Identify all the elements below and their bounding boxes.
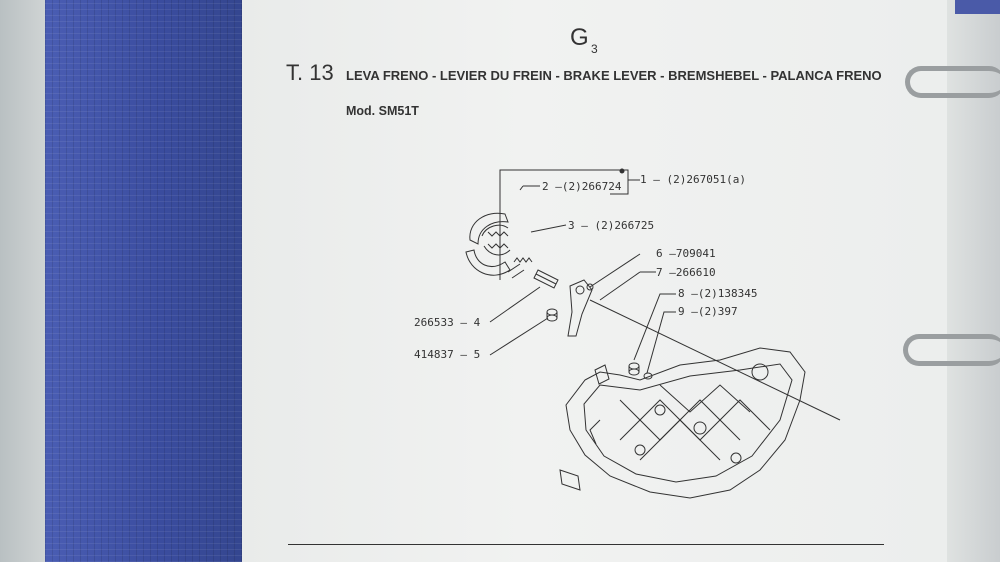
leader-9: [646, 311, 676, 374]
engine-crankcase: [559, 347, 806, 499]
pin-8: [628, 362, 640, 370]
binder-ring-bottom: [903, 334, 1000, 366]
part-number: 3: [568, 219, 575, 232]
callout-7: 7 —266610: [656, 266, 716, 279]
leader-8: [633, 293, 676, 361]
callout-4: 266533 — 4: [414, 316, 481, 329]
part-code: (2)266725: [594, 219, 655, 232]
brake-shoe-upper: [469, 212, 509, 245]
section-subscript: 3: [591, 42, 598, 56]
callout-5: 414837 — 5: [414, 348, 481, 361]
spring-2: [487, 231, 509, 249]
binder-cover: [45, 0, 242, 562]
part-code: 266533: [414, 316, 454, 329]
page-title: LEVA FRENO - LEVIER DU FREIN - BRAKE LEV…: [346, 68, 882, 83]
part-number: 7: [656, 266, 663, 279]
table-number: T. 13: [286, 60, 334, 85]
callout-1: 1 — (2)267051(a): [640, 173, 746, 186]
leader-4: [489, 286, 541, 323]
section-code: G: [570, 24, 589, 51]
part-code: (2)266724: [561, 180, 622, 193]
background-left: [0, 0, 50, 562]
binder-back-edge: [955, 0, 1000, 14]
leader-3: [530, 224, 567, 233]
part-code: 266610: [675, 266, 716, 279]
part-number: 8: [678, 287, 685, 300]
leader-6: [589, 253, 641, 288]
part-code: 709041: [675, 247, 716, 260]
callout-9: 9 —(2)397: [678, 305, 738, 318]
part-code: (2)267051(a): [666, 173, 746, 186]
callout-8: 8 —(2)138345: [678, 287, 758, 300]
callout-2: 2 —(2)266724: [542, 180, 622, 193]
footer-rule: [288, 544, 884, 545]
part-number: 6: [656, 247, 663, 260]
nut-6: [586, 283, 594, 291]
shaft-4: [533, 269, 559, 289]
leader-7: [599, 271, 641, 301]
part-code: 414837: [414, 348, 454, 361]
bracket-1: [499, 169, 629, 280]
model-label: Mod. SM51T: [346, 104, 419, 118]
callout-3: 3 — (2)266725: [568, 219, 655, 232]
brake-shoe-lower: [465, 249, 511, 276]
bushing-5: [546, 308, 558, 316]
part-number: 2: [542, 180, 549, 193]
callout-6: 6 —709041: [656, 247, 716, 260]
part-number: 5: [473, 348, 481, 361]
part-number: 4: [473, 316, 481, 329]
binder-ring-top: [905, 66, 1000, 98]
leader-5: [489, 317, 549, 356]
part-number: 1: [640, 173, 647, 186]
manual-page: [242, 0, 947, 562]
part-code: (2)397: [697, 305, 738, 318]
brake-lever-7: [567, 279, 593, 337]
part-code: (2)138345: [697, 287, 758, 300]
spring-3: [513, 257, 533, 263]
part-number: 9: [678, 305, 685, 318]
